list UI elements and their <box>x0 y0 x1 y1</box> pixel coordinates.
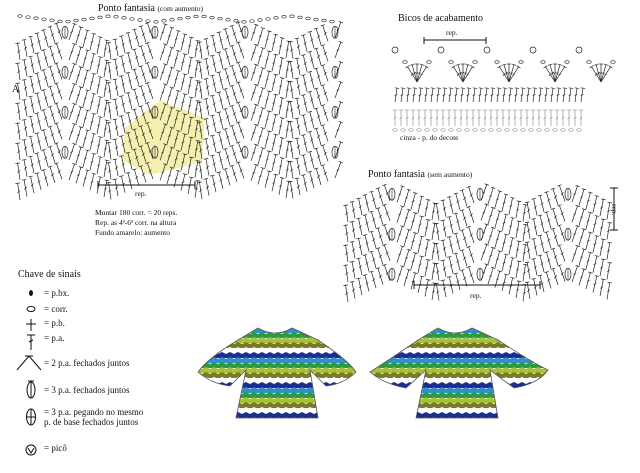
picot-icon <box>25 444 37 456</box>
legend-item-text-2: p. de base fechados juntos <box>44 417 139 427</box>
legend-item-text: = corr. <box>44 304 68 314</box>
legend-item: = p.bx. <box>18 288 69 298</box>
dot-icon <box>29 290 33 296</box>
three-together-icon <box>26 380 36 399</box>
legend-item-text: = 3 p.a. pegando no mesmo <box>44 407 144 417</box>
legend-item: = corr. <box>18 304 68 314</box>
legend-item-text: = p.bx. <box>44 288 70 298</box>
main-note-2: Rep. as 4ª-6ª corr. na altura <box>95 218 177 227</box>
two-together-icon <box>16 355 42 371</box>
plain-chart-title-wrap: Ponto fantasia (sem aumento) <box>368 170 472 180</box>
tstitch-icon <box>27 334 35 350</box>
edging-chart-title: Bicos de acabamento <box>398 13 483 24</box>
legend-item-text: = p.b. <box>44 318 65 328</box>
legend-title: Chave de sinais <box>18 269 81 280</box>
cross-icon <box>26 319 36 331</box>
legend-item: = 3 p.a. pegando no mesmo p. de base fec… <box>18 407 143 427</box>
sweater-left <box>198 328 356 418</box>
main-note-3: Fundo amarelo: aumento <box>95 228 170 237</box>
legend-item: = picô <box>18 443 67 457</box>
legend-item-text: = 2 p.a. fechados juntos <box>44 358 130 368</box>
legend-item: = 2 p.a. fechados juntos <box>14 354 130 372</box>
three-same-base-icon <box>26 408 36 426</box>
plain-rep-label: rep. <box>470 291 482 300</box>
plain-chart-title: Ponto fantasia <box>368 169 425 180</box>
main-chart-title: Ponto fantasia <box>98 3 155 14</box>
legend-item: = p.b. <box>18 318 65 332</box>
legend-item-text: = picô <box>44 443 67 453</box>
oval-icon <box>26 306 36 312</box>
main-chart-title-note: (com aumento) <box>157 4 204 13</box>
legend-item-text: = p.a. <box>44 333 65 343</box>
main-note-1: Montar 180 corr. = 20 reps. <box>95 208 178 217</box>
main-chart-notes: Montar 180 corr. = 20 reps. Rep. as 4ª-6… <box>95 208 177 238</box>
main-rep-label: rep. <box>135 189 147 198</box>
sweater-right <box>370 328 548 418</box>
row-letter-a: A <box>12 84 20 95</box>
legend-item-text: = 3 p.a. fechados juntos <box>44 385 130 395</box>
edging-gray-note: cinza - p. do decote <box>400 133 459 142</box>
edging-rep-label: rep. <box>446 28 458 37</box>
legend-item: = 3 p.a. fechados juntos <box>18 380 130 400</box>
plain-chart-title-note: (sem aumento) <box>427 170 473 179</box>
main-chart-title-wrap: Ponto fantasia (com aumento) <box>98 4 203 14</box>
legend-item: = p.a. <box>18 333 64 351</box>
